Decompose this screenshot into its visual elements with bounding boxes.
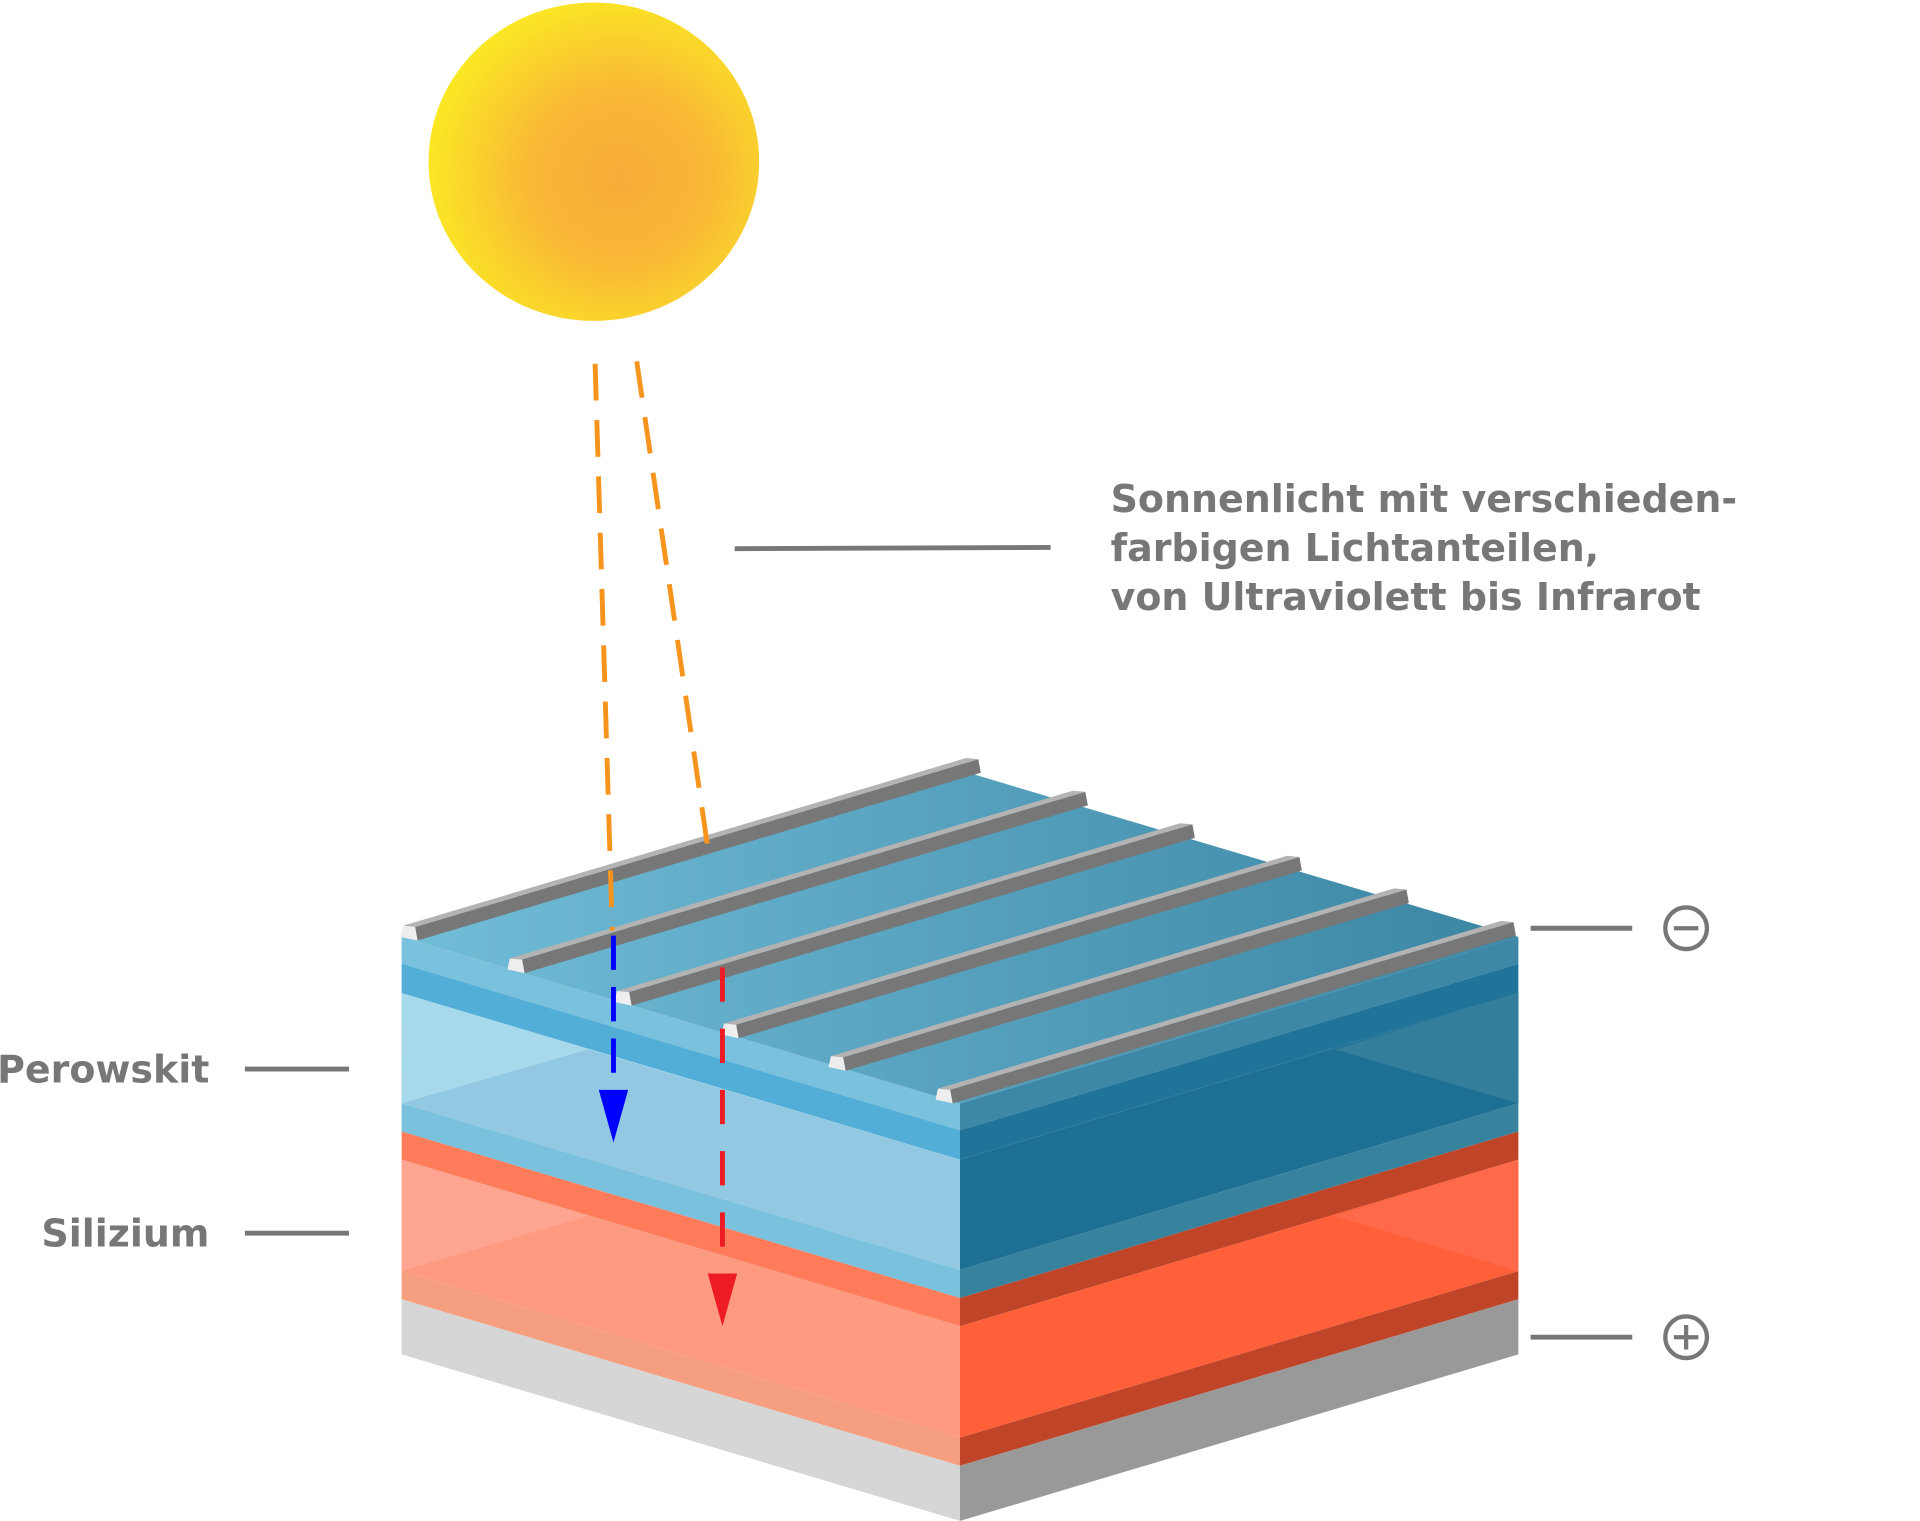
sunlight-ray-2 (634, 360, 711, 848)
layer-back-contact (401, 1299, 960, 1521)
contact-finger-side (415, 759, 981, 941)
right-perovskite-highlight (1334, 993, 1519, 1104)
layer-perovskite-highlight (401, 993, 960, 1160)
caption-line-2: farbigen Lichtanteilen, (1111, 526, 1600, 570)
blue-light-arrowhead-icon (598, 1089, 629, 1143)
contact-finger-side (629, 824, 1195, 1006)
right-perovskite-transport (960, 963, 1519, 1160)
contact-finger-side (843, 889, 1409, 1071)
perovskite-label: Perowskit (0, 1048, 209, 1092)
contact-finger-top (509, 790, 1086, 960)
contact-finger-end (507, 958, 525, 974)
contact-fingers (400, 758, 1516, 1104)
red-light-arrowhead-icon (707, 1273, 738, 1327)
plus-circle-icon (1663, 1314, 1710, 1361)
right-back-contact (960, 1299, 1519, 1521)
contact-finger-end (614, 990, 632, 1006)
cell-front-left-face (401, 936, 960, 1521)
layer-silicon-top (401, 1131, 960, 1327)
right-silicon-bottom (960, 1271, 1519, 1466)
contact-finger-side (950, 922, 1516, 1104)
right-silicon-highlight (1334, 1159, 1519, 1272)
contact-finger-end (935, 1088, 953, 1104)
contact-finger-top (402, 758, 979, 928)
contact-finger-side (522, 791, 1088, 974)
cell-front-right-face (960, 936, 1519, 1521)
right-interface (960, 1103, 1519, 1299)
layer-interface (401, 1103, 960, 1299)
caption-line-1: Sonnenlicht mit verschieden- (1111, 477, 1738, 521)
caption-leader-line (734, 544, 1051, 552)
right-silicon-top (960, 1131, 1519, 1327)
sun (428, 2, 760, 321)
contact-finger-top (723, 855, 1300, 1025)
contact-finger-side (736, 856, 1302, 1039)
layer-perovskite-transport (401, 963, 960, 1160)
contact-finger-top (616, 823, 1193, 993)
contact-finger-top (937, 920, 1514, 1090)
contact-finger-end (721, 1023, 739, 1039)
contact-finger-top (830, 888, 1407, 1058)
layer-silicon-bottom (401, 1271, 960, 1466)
caption-line-3: von Ultraviolett bis Infrarot (1111, 575, 1701, 619)
silicon-label: Silizium (41, 1212, 209, 1256)
right-top-contact (960, 936, 1519, 1131)
contact-finger-end (400, 925, 418, 941)
minus-circle-icon (1663, 905, 1710, 952)
sunlight-ray-1 (592, 363, 615, 931)
layer-top-contact (401, 936, 960, 1131)
contact-finger-end (828, 1056, 846, 1071)
